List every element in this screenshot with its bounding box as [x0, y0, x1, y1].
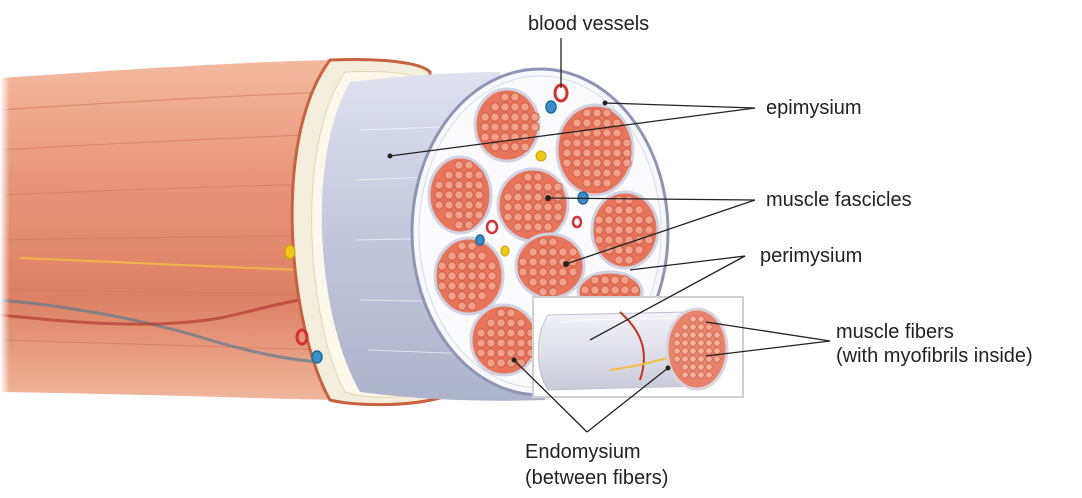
myofibril [682, 372, 688, 378]
myofibril [682, 324, 688, 330]
myofibril [674, 332, 680, 338]
fiber-inset [533, 297, 743, 397]
fascicle [429, 157, 491, 233]
myofibril [714, 332, 720, 338]
label-muscle-fibers-note: (with myofibrils inside) [836, 344, 1033, 368]
myofibril [690, 340, 696, 346]
myofibril [706, 364, 712, 370]
label-blood-vessels: blood vessels [528, 12, 649, 36]
myofibril [698, 324, 704, 330]
myofibril [690, 332, 696, 338]
myofibril [706, 372, 712, 378]
myofibril [682, 348, 688, 354]
myofibril [674, 340, 680, 346]
label-epimysium: epimysium [766, 96, 862, 120]
myofibril [698, 348, 704, 354]
label-muscle-fascicles: muscle fascicles [766, 188, 912, 212]
myofibril [698, 372, 704, 378]
label-muscle-fibers: muscle fibers [836, 320, 954, 344]
fascicle [498, 169, 568, 241]
myofibril [698, 340, 704, 346]
label-perimysium: perimysium [760, 244, 862, 268]
myofibril [682, 332, 688, 338]
myofibril [690, 364, 696, 370]
myofibril [706, 324, 712, 330]
myofibril [698, 364, 704, 370]
label-endomysium-note: (between fibers) [525, 466, 668, 490]
myofibril [690, 348, 696, 354]
myofibril [698, 316, 704, 322]
myofibril [698, 332, 704, 338]
myofibril [706, 332, 712, 338]
myofibril [690, 356, 696, 362]
label-endomysium: Endomysium [525, 440, 641, 464]
fascicle [435, 238, 503, 314]
myofibril [674, 348, 680, 354]
fascicle [592, 192, 658, 268]
myofibril [690, 316, 696, 322]
myofibril [706, 356, 712, 362]
fascicle [475, 89, 539, 161]
fascicle [471, 305, 537, 375]
myofibril [714, 356, 720, 362]
myofibril [682, 356, 688, 362]
myofibril [706, 340, 712, 346]
fade-edge [0, 50, 120, 410]
myofibril [698, 356, 704, 362]
myofibril [690, 372, 696, 378]
myofibril [690, 324, 696, 330]
myofibril [714, 348, 720, 354]
myofibril [682, 340, 688, 346]
myofibril [706, 348, 712, 354]
fascicle [557, 105, 633, 195]
myofibril [682, 364, 688, 370]
myofibril [674, 356, 680, 362]
myofibril [714, 340, 720, 346]
fascicle [516, 234, 584, 298]
